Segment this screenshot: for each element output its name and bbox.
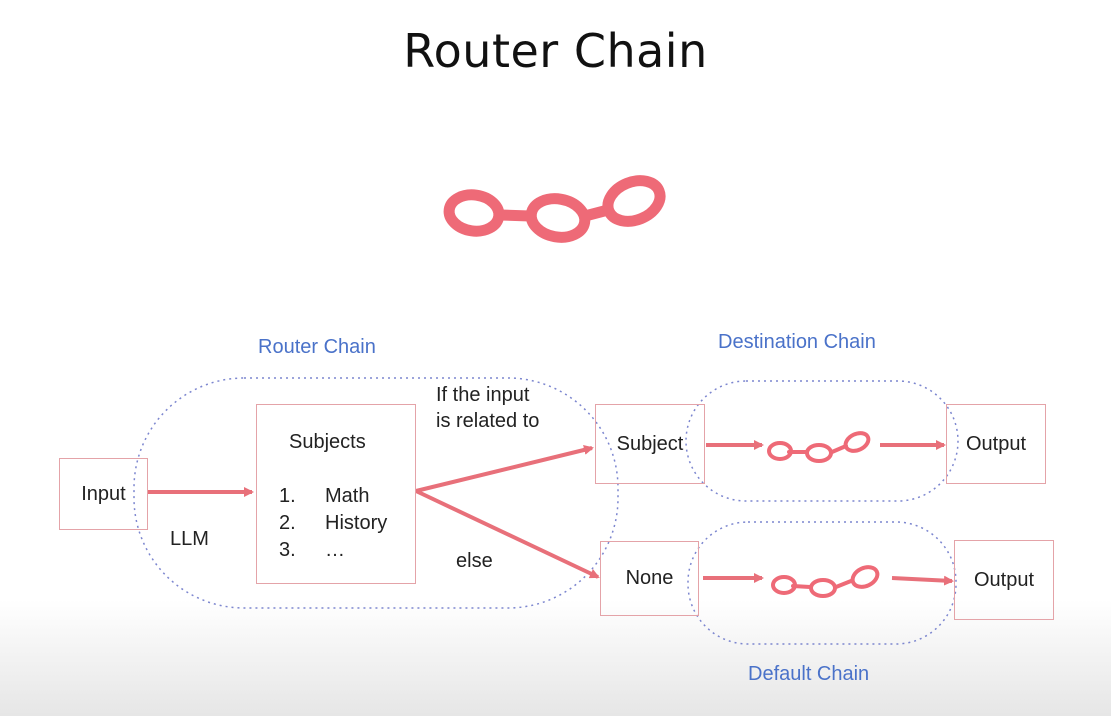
chain-link-icon — [767, 431, 871, 463]
router-chain-label: Router Chain — [258, 336, 376, 358]
if-input-label-line1: If the input — [436, 384, 530, 406]
llm-label: LLM — [170, 528, 209, 550]
destination-chain-label: Destination Chain — [718, 331, 876, 353]
arrow-chain-to-output-bottom — [891, 575, 954, 586]
list-item-number: 1. — [279, 485, 296, 507]
subjects-node: Subjects 1. Math 2. History 3. … — [256, 404, 416, 584]
list-item-number: 2. — [279, 512, 296, 534]
list-item-label: Math — [325, 485, 370, 507]
chain-link-icon — [771, 565, 880, 598]
subject-node-label: Subject — [616, 432, 684, 455]
chain-link-icon — [443, 175, 666, 243]
default-chain-group — [687, 521, 957, 645]
arrow-to-subject — [415, 445, 594, 493]
none-node-label: None — [625, 567, 674, 589]
subjects-heading: Subjects — [289, 431, 366, 453]
list-item: 3. … — [279, 537, 387, 564]
output-bottom-node: Output — [954, 540, 1054, 620]
page-title: Router Chain — [403, 24, 708, 78]
output-bottom-label: Output — [973, 568, 1035, 591]
router-chain-group — [133, 377, 619, 609]
else-label: else — [456, 550, 493, 572]
list-item-number: 3. — [279, 539, 296, 561]
subjects-list: 1. Math 2. History 3. … — [279, 483, 387, 564]
output-top-label: Output — [965, 432, 1027, 455]
list-item: 1. Math — [279, 483, 387, 510]
default-chain-label: Default Chain — [748, 663, 870, 685]
output-top-node: Output — [946, 404, 1046, 484]
input-node-label: Input — [81, 482, 126, 505]
destination-chain-group — [685, 380, 959, 502]
input-node: Input — [59, 458, 148, 530]
if-input-label-line2: is related to — [436, 410, 540, 432]
subject-node: Subject — [595, 404, 705, 484]
none-node: None — [600, 541, 699, 616]
arrow-to-none — [415, 489, 600, 579]
list-item-label: History — [325, 512, 388, 534]
list-item: 2. History — [279, 510, 387, 537]
list-item-label: … — [325, 539, 345, 561]
